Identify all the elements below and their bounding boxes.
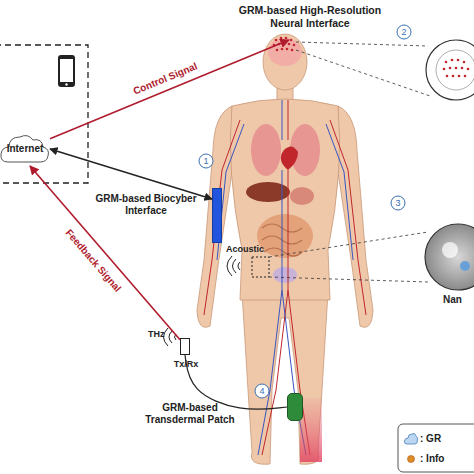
thz-antenna bbox=[164, 328, 177, 346]
biocyber-interface: GRM-based Biocyber Interface bbox=[212, 188, 222, 243]
legend-symbol bbox=[404, 452, 418, 466]
callout-number: 3 bbox=[391, 196, 405, 210]
legend-text: : GR bbox=[420, 432, 441, 446]
edge-label: Feedback Signal bbox=[63, 227, 123, 294]
annotation-label: Acoustic bbox=[226, 244, 276, 255]
acoustic-wave bbox=[227, 256, 240, 276]
signal-connector bbox=[50, 149, 212, 199]
txrx-device: Tx/Rx bbox=[180, 338, 190, 355]
annotation-label: THz bbox=[148, 329, 172, 340]
annotation-label: Nan bbox=[443, 294, 474, 306]
blood-vessels bbox=[204, 100, 366, 455]
leg-highlight bbox=[300, 398, 322, 462]
node-text: GRM-based Biocyber Interface bbox=[89, 193, 203, 217]
internet-cloud: Internet bbox=[0, 132, 50, 166]
nano-zoom bbox=[269, 224, 474, 290]
edge-label: Control Signal bbox=[132, 60, 199, 96]
callout-number: 4 bbox=[255, 384, 269, 398]
node-text: GRM-based Transdermal Patch bbox=[132, 402, 248, 426]
signal-connector bbox=[50, 40, 289, 139]
phone-icon bbox=[58, 55, 75, 87]
callout-number: 2 bbox=[397, 25, 411, 39]
node-text: GRM-based High-Resolution Neural Interfa… bbox=[222, 4, 398, 29]
transdermal-patch: GRM-based Transdermal Patch bbox=[287, 393, 303, 421]
signal-connector bbox=[30, 166, 180, 340]
internet-box bbox=[0, 45, 88, 183]
node-text: Internet bbox=[0, 143, 50, 155]
nano-region bbox=[252, 257, 269, 277]
signal-connector bbox=[185, 355, 287, 409]
node-text: Tx/Rx bbox=[171, 359, 201, 370]
legend-frame bbox=[398, 424, 474, 472]
legend-symbol bbox=[404, 432, 418, 446]
neural-electrodes bbox=[273, 37, 296, 52]
interface-label-box: GRM-based High-Resolution Neural Interfa… bbox=[222, 2, 398, 40]
legend-text: : Info bbox=[420, 452, 444, 466]
callout-number: 1 bbox=[199, 154, 213, 168]
neural-zoom bbox=[296, 40, 474, 100]
callout-circles bbox=[199, 25, 411, 398]
human-body bbox=[197, 34, 373, 464]
